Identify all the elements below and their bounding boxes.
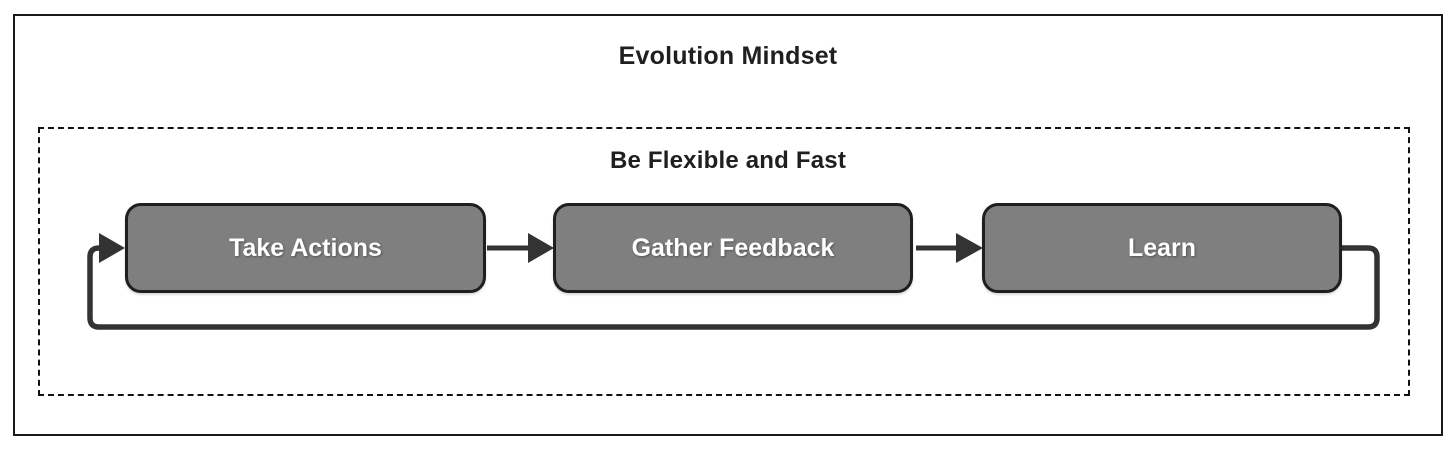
- node-learn: Learn: [982, 203, 1342, 293]
- dashed-group-frame: [38, 127, 1410, 396]
- diagram-title: Evolution Mindset: [618, 42, 838, 70]
- node-label: Learn: [1127, 233, 1197, 262]
- group-title: Be Flexible and Fast: [609, 147, 847, 174]
- node-take-actions: Take Actions: [125, 203, 486, 293]
- node-gather-feedback: Gather Feedback: [553, 203, 913, 293]
- node-label: Take Actions: [229, 233, 382, 262]
- node-label: Gather Feedback: [631, 233, 835, 262]
